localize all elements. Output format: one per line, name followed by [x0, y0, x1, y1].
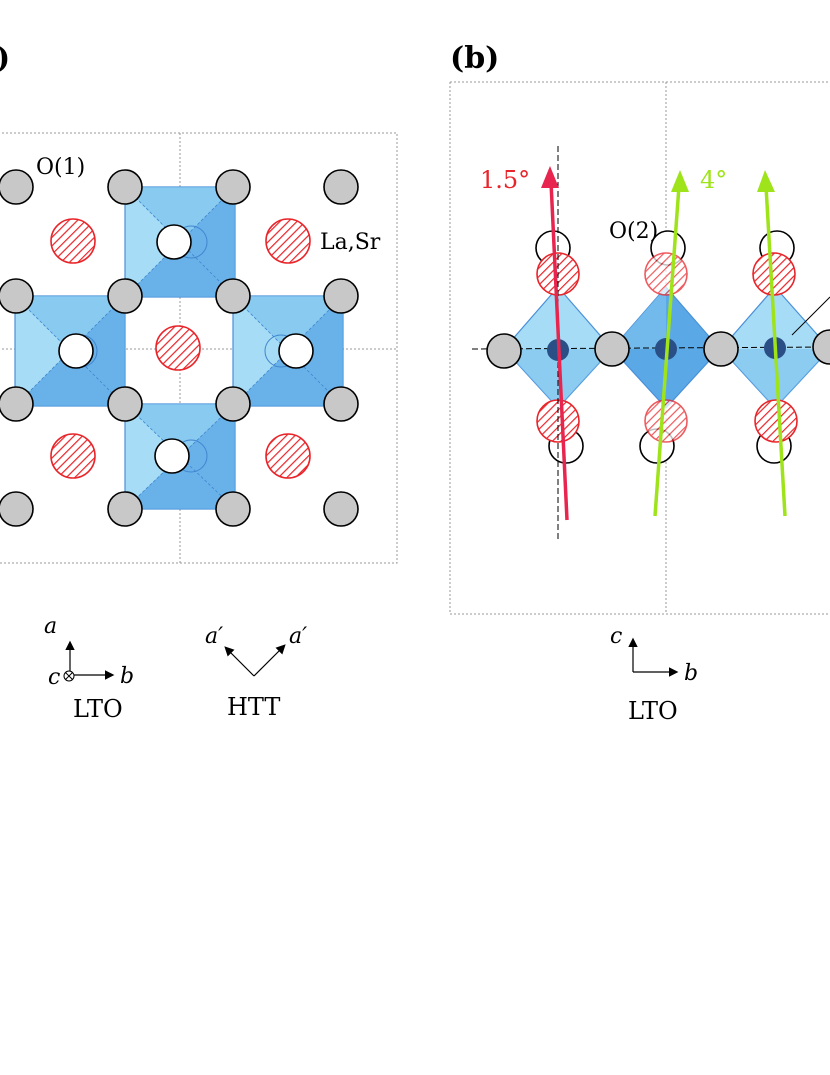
- green-tilt-arrow-2: [764, 185, 787, 517]
- apical-oxygen: [58, 333, 94, 369]
- oxygen-atom: [594, 331, 630, 367]
- axis-c-label-b: c: [610, 624, 622, 649]
- oxygen-atom: [323, 386, 359, 422]
- oxygen-atom: [107, 169, 143, 205]
- lasr-atom: [644, 399, 688, 443]
- oxygen-atom: [0, 169, 34, 205]
- panel-b: (b): [449, 41, 830, 725]
- o2-label: O(2): [609, 219, 658, 244]
- pointer-line: [791, 296, 830, 336]
- oxygen-atom: [107, 491, 143, 527]
- green-arrowhead-1: [671, 170, 689, 192]
- oxygen-atom: [215, 386, 251, 422]
- green-arrowhead-2: [757, 170, 775, 192]
- apical-oxygen: [156, 224, 192, 260]
- red-angle-label: 1.5°: [480, 166, 530, 194]
- axis-c-label: c: [48, 665, 60, 690]
- oxygen-atom: [0, 491, 34, 527]
- oxygen-atom: [812, 329, 830, 365]
- axis-a-prime-right: a′: [289, 624, 307, 649]
- oxygen-row-b: [486, 329, 830, 369]
- axis-a-prime-left: a′: [205, 624, 223, 649]
- apical-oxygens-a: [58, 224, 314, 474]
- oxygen-atom: [703, 331, 739, 367]
- lasr-label: La,Sr: [320, 230, 381, 255]
- tilt-arrows: [541, 166, 787, 521]
- oxygen-atom: [215, 491, 251, 527]
- oxygen-atom: [215, 169, 251, 205]
- oxygen-atom: [107, 386, 143, 422]
- lto-label-b: LTO: [628, 697, 678, 725]
- oxygen-atom: [0, 386, 34, 422]
- panel-a-label: ): [0, 41, 10, 76]
- o1-label: O(1): [36, 155, 85, 180]
- axes-htt: a′ a′ HTT: [205, 624, 307, 721]
- panel-a: ): [0, 41, 398, 723]
- oxygen-atom: [323, 169, 359, 205]
- lto-label-a: LTO: [73, 695, 123, 723]
- oxygen-atom: [0, 278, 34, 314]
- oxygen-atom: [215, 278, 251, 314]
- lasr-atom: [265, 433, 311, 479]
- axes-lto-a: a c b LTO: [44, 614, 134, 723]
- axis-a-label: a: [44, 614, 57, 639]
- lasr-atom: [644, 252, 688, 296]
- green-angle-label: 4°: [700, 166, 727, 194]
- red-arrowhead: [541, 166, 559, 188]
- oxygen-grid-a: [0, 169, 359, 527]
- apical-oxygen: [154, 438, 190, 474]
- axes-lto-b: c b LTO: [610, 624, 698, 725]
- oxygen-atom: [323, 278, 359, 314]
- panel-b-label: (b): [450, 41, 499, 76]
- lasr-atom: [50, 433, 96, 479]
- oxygen-atom: [107, 278, 143, 314]
- lasr-atom: [50, 218, 96, 264]
- octahedron-right: [232, 295, 344, 407]
- oxygen-atom: [486, 333, 522, 369]
- lasr-atom: [754, 399, 798, 443]
- oxygen-atom: [323, 491, 359, 527]
- axis-b-label: b: [120, 664, 134, 689]
- lasr-atom: [155, 325, 201, 371]
- green-tilt-arrow-1: [653, 185, 681, 517]
- apical-oxygen: [278, 333, 314, 369]
- axis-b-label-b: b: [684, 661, 698, 686]
- htt-label: HTT: [227, 693, 280, 721]
- red-tilt-arrow: [549, 181, 569, 521]
- lasr-atom: [752, 252, 796, 296]
- lasr-atom: [265, 218, 311, 264]
- lasr-atoms-a: [50, 218, 311, 479]
